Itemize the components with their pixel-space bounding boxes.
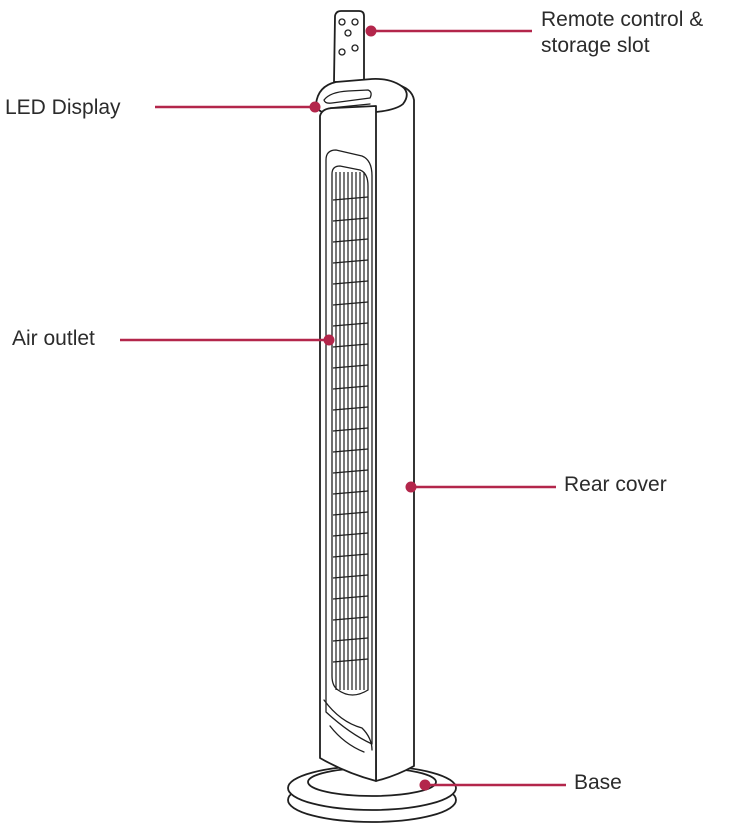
grill-bar <box>332 469 369 474</box>
grill-bar <box>332 490 369 495</box>
grill-bar <box>332 658 369 663</box>
grill-bar <box>332 532 369 537</box>
grill-bar <box>332 427 369 432</box>
grill-bar <box>332 322 369 327</box>
leader-air-outlet <box>120 334 335 346</box>
fan-tower <box>315 78 415 782</box>
label-air-outlet: Air outlet <box>12 327 95 350</box>
grill-bar <box>332 511 369 516</box>
label-rear-cover: Rear cover <box>564 473 667 496</box>
grill-bar <box>332 196 369 201</box>
leader-remote <box>365 25 532 37</box>
label-remote-line1: Remote control & <box>541 8 704 31</box>
grill-bar <box>332 343 369 348</box>
remote-control <box>333 10 365 83</box>
grill-bar <box>332 616 369 621</box>
label-remote-control: Remote control & storage slot <box>541 7 703 59</box>
label-led-display: LED Display <box>5 96 121 119</box>
grill-bar <box>332 574 369 579</box>
grill-bar <box>332 448 369 453</box>
grill-bar <box>332 217 369 222</box>
leader-base <box>419 779 566 791</box>
label-remote-line2: storage slot <box>541 34 650 57</box>
grill-bar <box>332 595 369 600</box>
grill-bar <box>332 553 369 558</box>
grill-bar <box>332 259 369 264</box>
grill-bar <box>332 385 369 390</box>
grill-bar <box>332 637 369 642</box>
grill-bar <box>332 301 369 306</box>
leader-led-display <box>155 101 321 113</box>
grill-bar <box>332 238 369 243</box>
grill-bar <box>332 280 369 285</box>
air-outlet-grill <box>332 172 369 690</box>
fan-base <box>287 765 457 823</box>
grill-bar <box>332 406 369 411</box>
leader-rear-cover <box>405 481 556 493</box>
grill-bar <box>332 364 369 369</box>
label-base: Base <box>574 771 622 794</box>
